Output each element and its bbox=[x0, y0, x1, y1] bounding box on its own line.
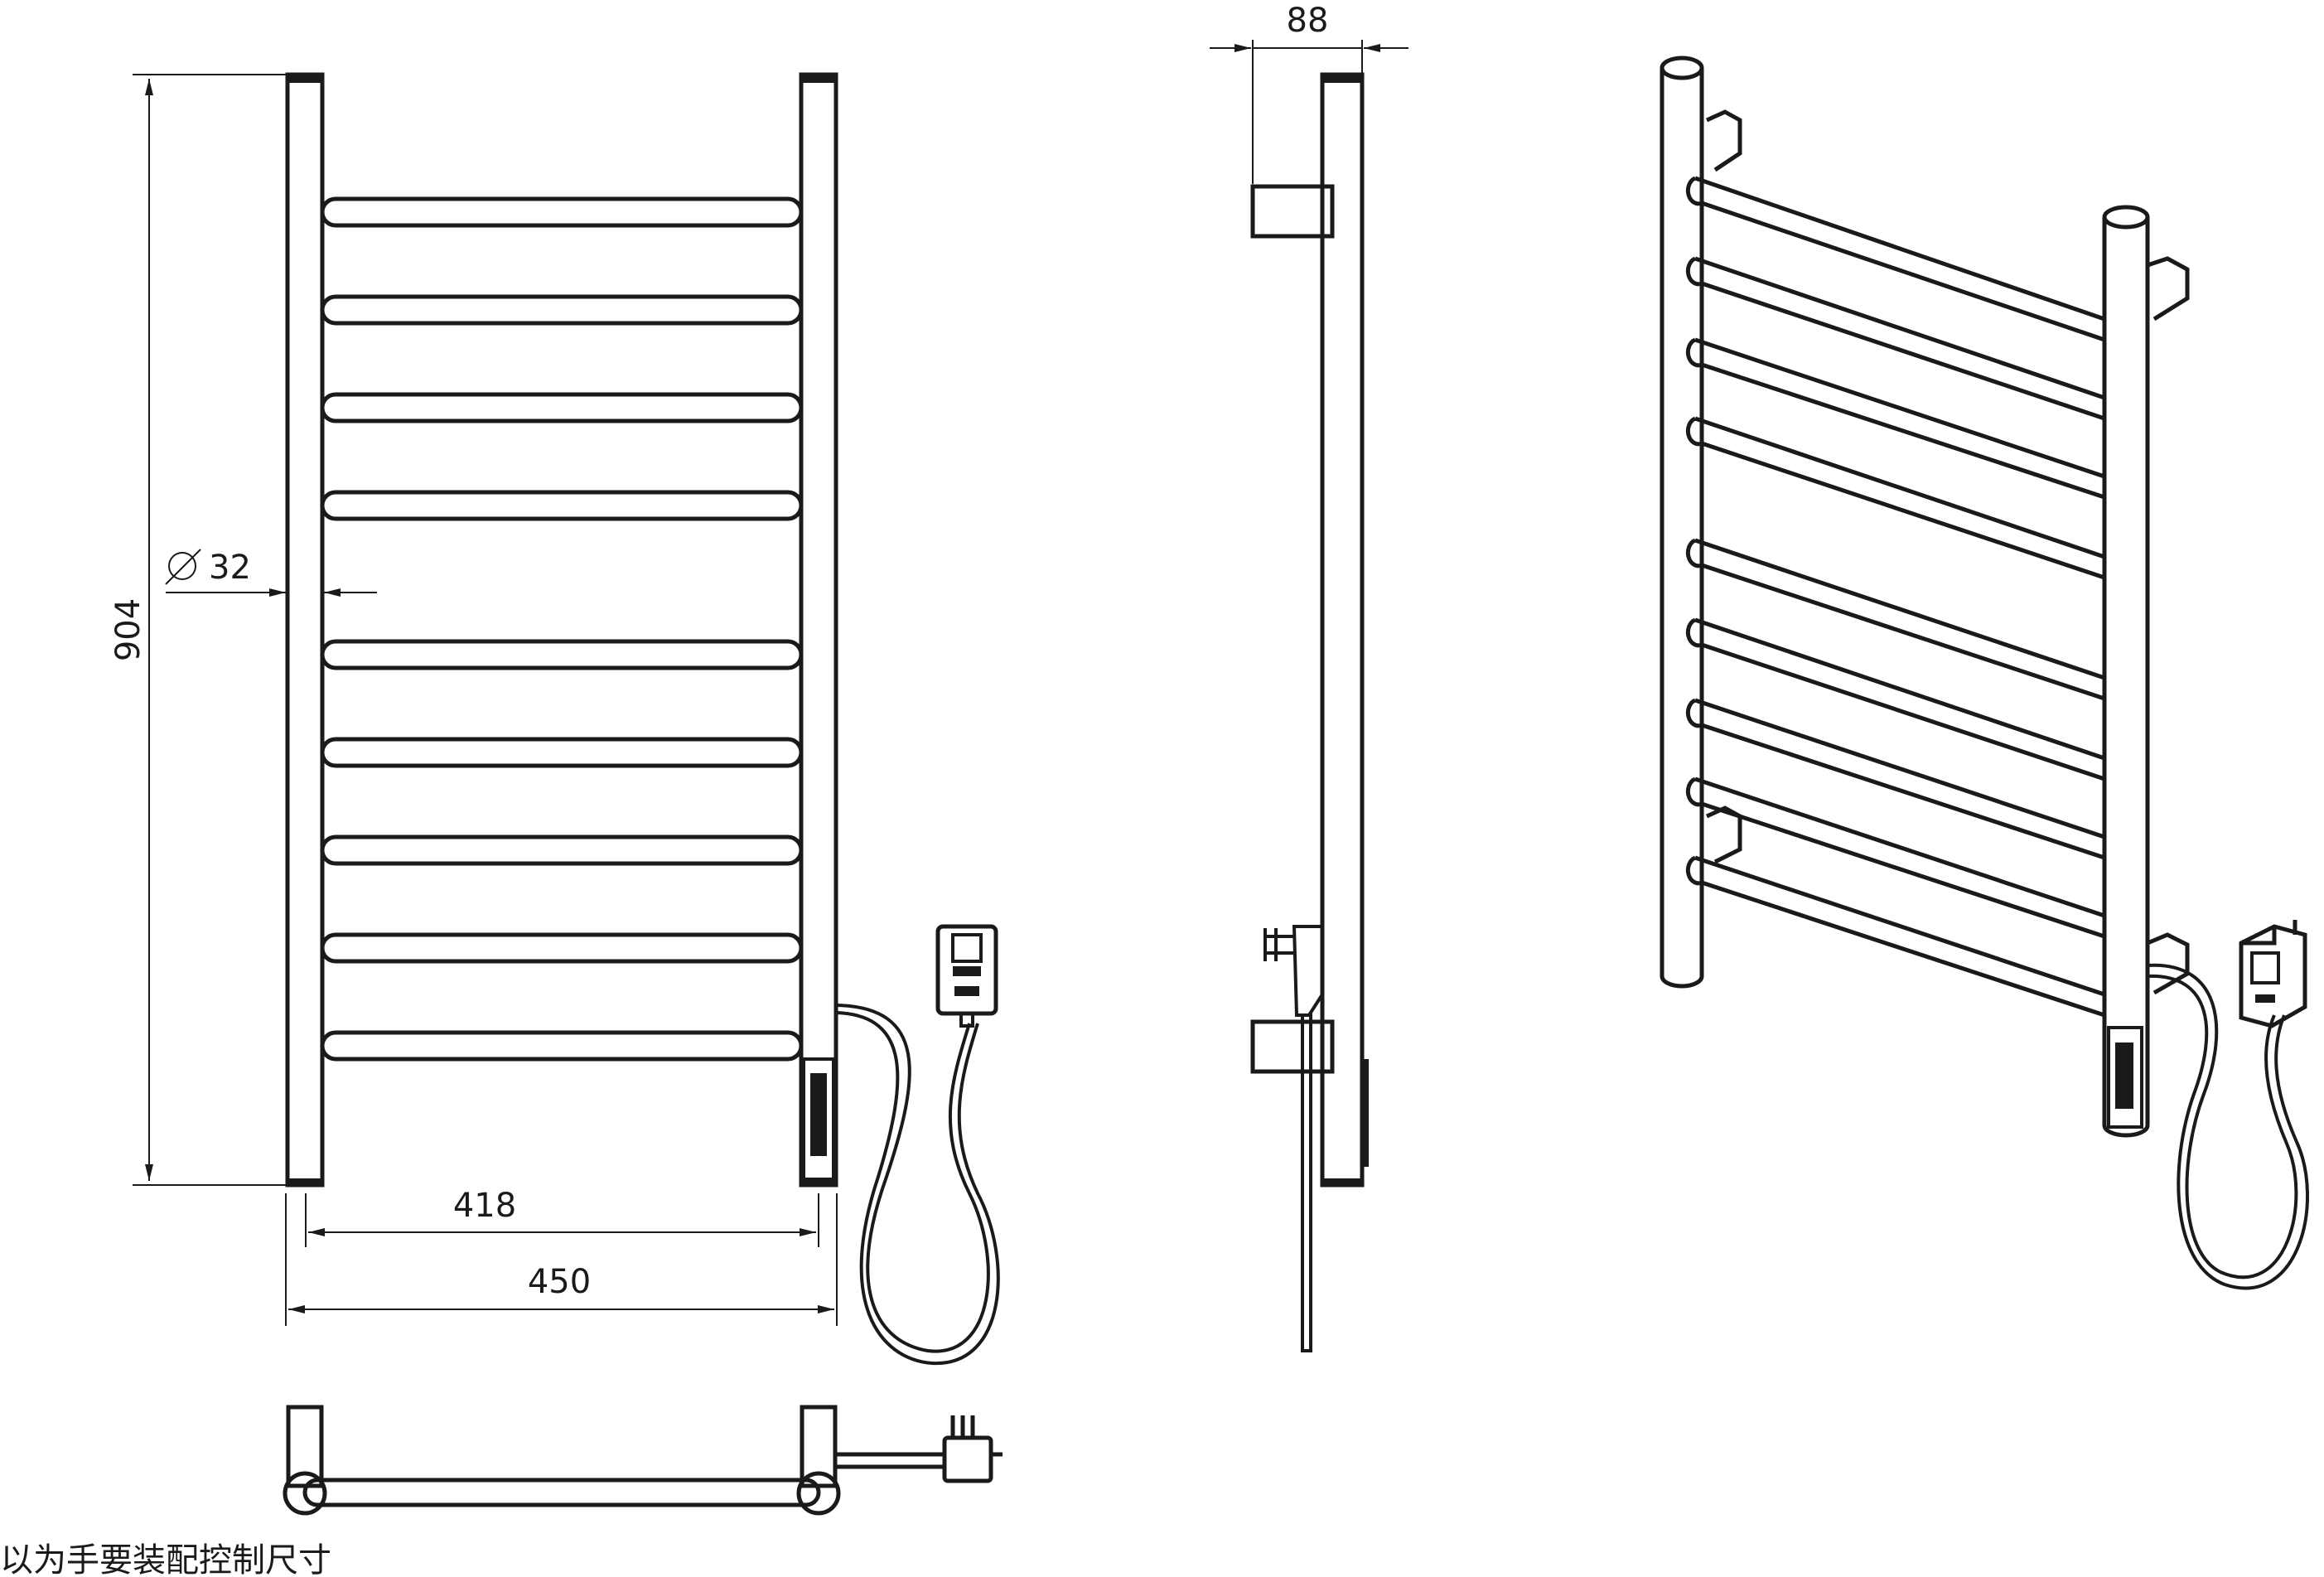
iso-control-box bbox=[2107, 1026, 2143, 1129]
iso-bars bbox=[1685, 176, 2105, 1018]
iso-bracket bbox=[2147, 256, 2190, 322]
drawing-note: 以为手要装配控制尺寸 bbox=[0, 1541, 331, 1577]
side-cable bbox=[1301, 1013, 1312, 1352]
side-post bbox=[1320, 72, 1365, 1188]
bar bbox=[320, 490, 804, 521]
iso-power-cable bbox=[2147, 963, 2298, 1279]
bottom-plug bbox=[942, 1435, 993, 1483]
dimension-depth: 88 bbox=[1210, 2, 1408, 184]
side-control bbox=[1362, 1059, 1369, 1167]
side-bottom-bracket bbox=[1250, 1019, 1335, 1074]
side-plug bbox=[1292, 925, 1324, 1017]
iso-control-label bbox=[2115, 1042, 2133, 1109]
power-cable bbox=[835, 1004, 990, 1353]
control-box-label bbox=[810, 1073, 827, 1156]
iso-plug-socket bbox=[2250, 951, 2280, 984]
iso-plug-label bbox=[2255, 994, 2275, 1003]
side-post-foot bbox=[1322, 1178, 1362, 1185]
bar bbox=[320, 294, 804, 326]
bar bbox=[320, 737, 804, 768]
bar bbox=[320, 932, 804, 964]
dimension-inner-width-label: 418 bbox=[453, 1187, 516, 1225]
dimension-height-label: 904 bbox=[109, 598, 147, 661]
bottom-left-end bbox=[283, 1471, 327, 1516]
dimension-height: 904 bbox=[109, 74, 286, 1186]
right-post-foot bbox=[801, 1178, 836, 1185]
left-post-cap bbox=[287, 75, 322, 83]
plug-stem bbox=[959, 1012, 974, 1028]
plug-indicator bbox=[953, 966, 981, 976]
bar bbox=[320, 639, 804, 670]
right-post bbox=[799, 72, 838, 1188]
iso-bar bbox=[1685, 256, 2105, 421]
bar bbox=[320, 392, 804, 423]
front-view: 904 32 418 450 bbox=[109, 72, 1000, 1366]
horizontal-bars bbox=[320, 196, 804, 1062]
iso-left-post-top bbox=[1660, 56, 1704, 80]
left-post-foot bbox=[287, 1178, 322, 1185]
iso-bar bbox=[1685, 776, 2105, 939]
dimension-diameter: 32 bbox=[165, 549, 377, 597]
dimension-outer-width: 450 bbox=[285, 1193, 838, 1326]
control-box bbox=[802, 1057, 835, 1181]
bar bbox=[320, 1030, 804, 1062]
bottom-right-end bbox=[796, 1471, 841, 1516]
iso-right-post-top bbox=[2102, 205, 2150, 230]
iso-right-post bbox=[2102, 217, 2150, 1138]
plug-socket bbox=[951, 933, 983, 963]
dimension-outer-width-label: 450 bbox=[528, 1263, 591, 1301]
bar bbox=[320, 196, 804, 228]
iso-left-post bbox=[1660, 68, 1704, 989]
bar bbox=[320, 834, 804, 866]
side-post-cap bbox=[1322, 75, 1362, 83]
dimension-inner-width: 418 bbox=[305, 1187, 819, 1247]
iso-bar bbox=[1685, 337, 2105, 500]
left-post bbox=[285, 72, 325, 1188]
dimension-depth-label: 88 bbox=[1287, 2, 1329, 40]
iso-bar bbox=[1685, 176, 2105, 342]
iso-bracket bbox=[1705, 109, 1742, 172]
iso-bar bbox=[1685, 416, 2105, 580]
dimension-diameter-label: 32 bbox=[209, 549, 251, 587]
plug-label bbox=[954, 986, 979, 996]
iso-bar bbox=[1685, 698, 2105, 860]
bottom-view bbox=[283, 1405, 1003, 1516]
side-top-bracket bbox=[1250, 184, 1335, 239]
iso-bar bbox=[1685, 617, 2105, 781]
side-view: 88 bbox=[1210, 2, 1408, 1352]
iso-bar bbox=[1685, 855, 2105, 1018]
iso-bar bbox=[1685, 538, 2105, 701]
isometric-view bbox=[1660, 56, 2309, 1290]
bottom-bar bbox=[302, 1478, 821, 1507]
right-post-cap bbox=[801, 75, 836, 83]
